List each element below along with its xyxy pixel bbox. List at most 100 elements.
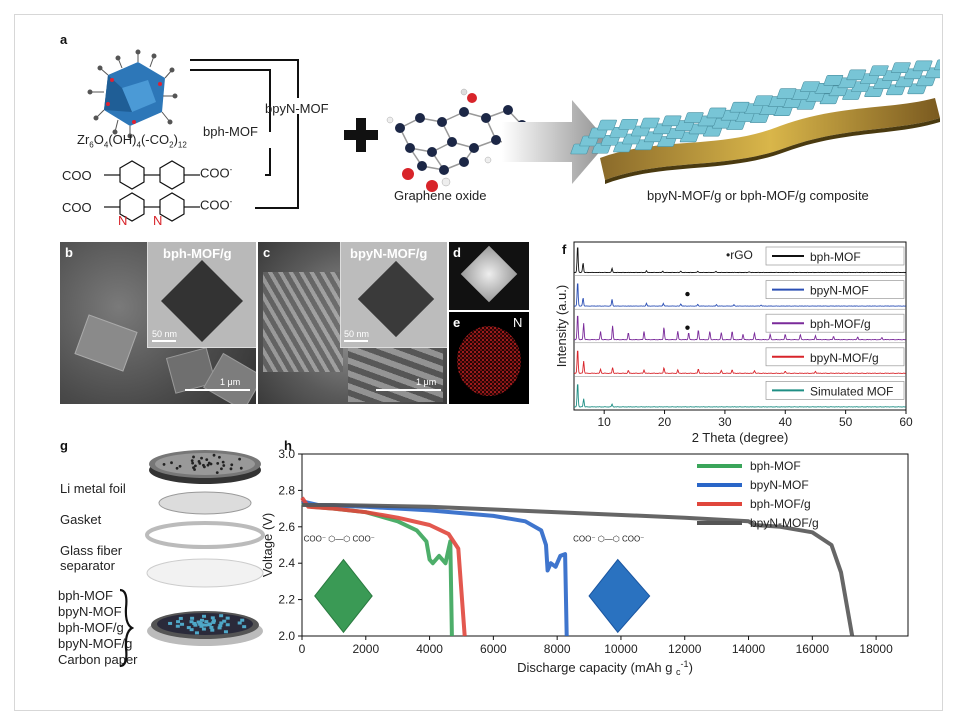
bottom-case-icon (147, 611, 263, 646)
hole (190, 459, 194, 463)
li-foil-icon (158, 491, 252, 515)
cathode-particle (175, 624, 180, 628)
x-tick-label: 10 (598, 415, 612, 429)
x-tick-label: 8000 (544, 642, 571, 656)
tem-inset-bph (147, 242, 256, 348)
xrd-chart: bph-MOFbpyN-MOFbph-MOF/gbpyN-MOF/gSimula… (554, 241, 913, 445)
xrd-series-line (573, 350, 906, 374)
hole (239, 466, 243, 470)
molecule-sketch-green: COO⁻ ⬡—⬡ COO⁻ (304, 534, 375, 543)
y-axis-label: Voltage (V) (260, 513, 275, 577)
inset-scale-text-b: 50 nm (152, 329, 178, 339)
glass-fiber-label-2: separator (60, 558, 115, 573)
x-tick-label: 12000 (668, 642, 702, 656)
mof-cube (597, 119, 617, 131)
reaction-arrow-icon (502, 100, 608, 184)
xrd-series-line (573, 247, 906, 274)
mof-cube (776, 88, 797, 99)
panel-label-a: a (60, 32, 68, 47)
x-tick-label: 20 (658, 415, 672, 429)
inset-scale-text-c: 50 nm (344, 329, 370, 339)
cathode-particle (202, 614, 207, 618)
coo-left-1: COO (62, 168, 92, 183)
panel-label-h: h (284, 438, 292, 453)
y-tick-label: 2.8 (278, 483, 295, 497)
cathode-particle (218, 624, 223, 628)
plot-frame (573, 241, 907, 411)
mof-cube (706, 107, 727, 119)
x-tick-label: 40 (779, 415, 793, 429)
bpyn-mof-label: bpyN-MOF (265, 101, 329, 116)
hole (206, 463, 210, 467)
cathode-item: bph-MOF/g (58, 620, 124, 635)
legend-label: bph-MOF/g (810, 317, 871, 331)
hole (178, 464, 182, 468)
x-tick-label: 6000 (480, 642, 507, 656)
cathode-list: bph-MOF bpyN-MOF bph-MOF/g bpyN-MOF/g Ca… (58, 588, 138, 668)
li-foil-label: Li metal foil (60, 481, 126, 496)
composite-sheet-icon (570, 59, 940, 184)
cathode-particle (189, 628, 194, 632)
mof-cube (912, 60, 933, 72)
x-tick-label: 4000 (416, 642, 443, 656)
scale-bar-c (376, 389, 441, 391)
x-tick-label: 30 (718, 415, 732, 429)
glass-fiber-icon (146, 558, 264, 588)
xrd-series-line (573, 283, 906, 307)
y-axis-label: Intensity (a.u.) (554, 285, 569, 367)
hole (238, 457, 241, 461)
brace-icon (119, 588, 134, 668)
cathode-particle (203, 623, 208, 627)
cathode-particle (192, 621, 197, 625)
hole (198, 461, 202, 465)
mof-cube (661, 115, 682, 127)
hole (200, 456, 203, 460)
cathode-particle (242, 625, 247, 629)
top-cap-icon (149, 450, 261, 484)
legend-label: bpyN-MOF (810, 284, 869, 298)
mof-cube (934, 59, 940, 71)
cathode-particle (186, 626, 191, 630)
cathode-particle (180, 622, 185, 626)
cathode-particle (225, 623, 230, 627)
cathode-particle (176, 620, 181, 624)
discharge-curve (300, 496, 467, 637)
hole (230, 463, 234, 467)
rgo-marker (685, 325, 690, 330)
cathode-particle (204, 620, 209, 624)
hole (162, 462, 166, 466)
sem-title-bpyn: bpyN-MOF/g (350, 246, 428, 261)
x-axis-label: Discharge capacity (mAh g c-1) (517, 659, 693, 677)
hole (212, 453, 216, 457)
y-tick-label: 3.0 (278, 447, 295, 461)
glass-fiber-label-1: Glass fiber (60, 543, 123, 558)
cathode-particle (219, 621, 224, 625)
panel-label-c: c (263, 245, 271, 260)
legend-label: bpyN-MOF/g (750, 516, 819, 530)
cathode-particle (178, 616, 183, 620)
cathode-particle (199, 618, 204, 622)
legend-label: bph-MOF/g (750, 497, 811, 511)
rgo-annotation: •rGO (726, 248, 753, 262)
y-tick-label: 2.0 (278, 629, 295, 643)
cathode-particle (194, 631, 199, 635)
cathode-particle (219, 614, 224, 618)
coo-right-2: COO- (200, 197, 233, 213)
legend-label: bpyN-MOF (750, 478, 809, 492)
hole (170, 461, 173, 465)
hole (191, 461, 195, 465)
zr-cluster-icon (87, 49, 178, 139)
tem-inset-bpyn (340, 242, 447, 348)
sem-title-bph: bph-MOF/g (163, 246, 232, 261)
inset-scale-bar-c (344, 340, 368, 342)
hole (193, 468, 196, 471)
scale-text-c: 1 μm (416, 377, 437, 387)
mof-octahedron-blue (588, 558, 651, 634)
cathode-item: bpyN-MOF/g (58, 636, 133, 651)
cathode-particle (206, 623, 211, 627)
graphene-oxide-label: Graphene oxide (394, 188, 487, 203)
legend-label: bph-MOF (810, 250, 861, 264)
scale-text-b: 1 μm (220, 377, 241, 387)
mof-cube (846, 69, 867, 81)
inset-scale-bar-b (152, 340, 176, 342)
